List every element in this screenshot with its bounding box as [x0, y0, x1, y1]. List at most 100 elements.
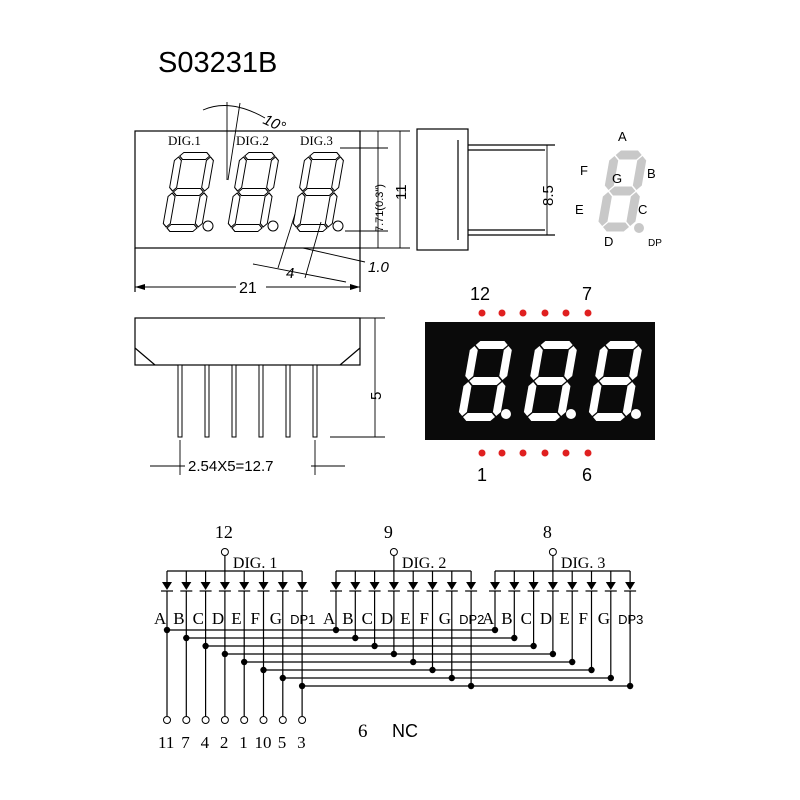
segment-pin-terminal	[240, 716, 249, 724]
segment-width-dim: 1.0	[368, 259, 390, 276]
segment-g	[534, 377, 567, 385]
junction	[298, 682, 306, 690]
segment-label: B	[501, 609, 512, 628]
pin-label-7: 7	[582, 284, 592, 304]
diode-icon	[446, 582, 457, 590]
common-pin-number: 9	[384, 522, 393, 542]
segment-label: B	[342, 609, 353, 628]
diode-icon	[567, 582, 578, 590]
pin-lead	[204, 364, 210, 438]
seven-segment-digit	[523, 341, 577, 421]
segment-pin-terminal	[163, 716, 171, 724]
diode-icon	[625, 582, 636, 590]
segment-f	[234, 156, 247, 192]
decimal-point	[267, 220, 279, 232]
digit-height-dim: 7.71(0.3")	[374, 184, 386, 232]
segment-e	[523, 382, 537, 416]
segment-f	[604, 156, 619, 190]
segment-e	[458, 382, 472, 416]
diode-icon	[528, 582, 539, 590]
segment-label: F	[251, 609, 260, 628]
segment-b	[266, 156, 279, 192]
common-pin-terminal	[389, 548, 398, 556]
segment-label: F	[579, 609, 588, 628]
pin-label-12: 12	[470, 284, 490, 304]
digit-name: DIG. 2	[402, 555, 446, 572]
pitch-dim: 4	[286, 265, 294, 282]
segment-c	[259, 192, 273, 228]
seven-segment-digit	[598, 150, 647, 232]
segment-pin-terminal	[201, 716, 210, 724]
segment-pin-number: 2	[220, 733, 229, 752]
seg-label-a: A	[618, 129, 627, 144]
segment-b	[201, 156, 214, 192]
pin-label-1: 1	[477, 465, 487, 485]
pin-lead	[177, 364, 183, 438]
dig2-label: DIG.2	[236, 133, 269, 148]
segment-c	[626, 192, 640, 226]
pin-dot	[584, 309, 592, 317]
segment-a	[308, 152, 341, 160]
pin-dot	[519, 309, 527, 317]
pinout-view: 12 7 1 6	[425, 284, 655, 485]
pin-length-dim: 5	[368, 392, 385, 400]
segment-d	[296, 224, 328, 232]
diode-icon	[181, 582, 192, 590]
segment-label: A	[482, 609, 495, 628]
segment-a	[243, 152, 276, 160]
digit-name: DIG. 3	[561, 555, 605, 572]
segment-g	[609, 186, 636, 196]
front-view: DIG.1 DIG.2 DIG.3 10° 7.71(0.3") 11 4 1.…	[134, 102, 410, 297]
width-dim: 21	[239, 280, 257, 297]
segment-f	[595, 346, 608, 380]
diode-icon	[297, 582, 308, 590]
segment-label: A	[323, 609, 336, 628]
segment-d	[593, 413, 625, 421]
segment-e	[598, 192, 612, 226]
segment-label: C	[193, 609, 204, 628]
common-pin-number: 12	[215, 522, 233, 542]
segment-pin-terminal	[182, 716, 191, 724]
digit-name: DIG. 1	[233, 555, 277, 572]
segment-pin-number: 4	[201, 733, 210, 752]
diode-icon	[490, 582, 500, 590]
pin-dot	[478, 309, 486, 317]
decimal-point	[202, 220, 214, 232]
segment-legend: A B C D E F G DP	[575, 129, 662, 249]
segment-pin-terminal	[298, 716, 307, 724]
segment-pin-number: 11	[158, 733, 174, 752]
segment-label: C	[521, 609, 532, 628]
diode-icon	[547, 582, 558, 590]
diode-icon	[369, 582, 380, 590]
seg-label-d: D	[604, 234, 613, 249]
diode-icon	[605, 582, 616, 590]
segment-f	[169, 156, 182, 192]
pin-dot	[519, 449, 527, 457]
segment-a	[540, 341, 573, 349]
segment-b	[499, 346, 512, 380]
nc-pin-number: 6	[358, 721, 368, 742]
segment-b	[331, 156, 344, 192]
dig3-label: DIG.3	[300, 133, 333, 148]
segment-label: G	[270, 609, 282, 628]
total-height-dim: 11	[393, 184, 410, 200]
segment-label: G	[598, 609, 610, 628]
common-pin-terminal	[548, 548, 557, 556]
segment-f	[299, 156, 312, 192]
seg-label-dp: DP	[648, 238, 662, 249]
segment-c	[324, 192, 338, 228]
segment-label: E	[231, 609, 241, 628]
seven-segment-digit	[162, 152, 214, 232]
segment-e	[588, 382, 602, 416]
segment-pin-number: 3	[297, 733, 306, 752]
segment-label: D	[381, 609, 393, 628]
diode-icon	[388, 582, 399, 590]
segment-g	[302, 188, 335, 196]
segment-pin-terminal	[278, 716, 287, 724]
diode-icon	[219, 582, 230, 590]
segment-g	[237, 188, 270, 196]
segment-e	[227, 192, 241, 228]
pin-label-6: 6	[582, 465, 592, 485]
diode-icon	[586, 582, 597, 590]
